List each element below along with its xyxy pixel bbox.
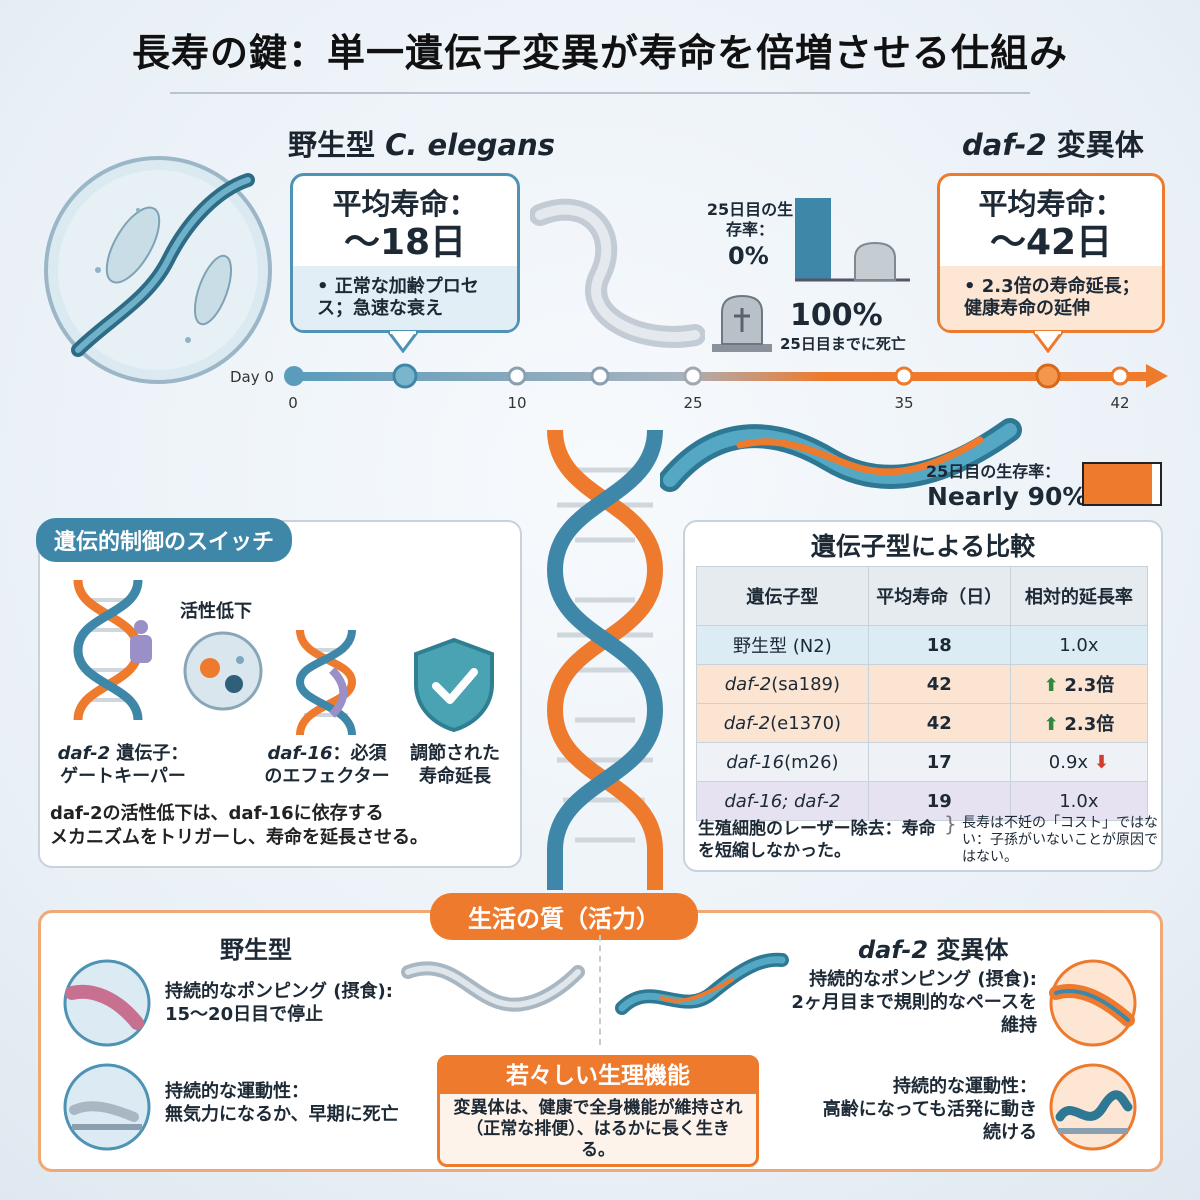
daf16-gene-icon (295, 630, 357, 735)
timeline-tick: 25 (683, 394, 703, 412)
laser-note: 生殖細胞のレーザー除去：寿命を短縮しなかった。 (698, 819, 936, 861)
lifespan-cell: 19 (867, 781, 1011, 821)
microscope-view-icon (44, 156, 272, 384)
wild-pharynx-icon (63, 959, 151, 1047)
arrow-up-icon: ⬆ (1043, 714, 1059, 735)
arrow-up-icon: ⬆ (1043, 675, 1059, 696)
healthy-worm-icon (660, 418, 1022, 492)
mutant-lifespan-callout: 平均寿命： 〜42日 • 2.3倍の寿命延長；健康寿命の延伸 (937, 173, 1165, 333)
switch-summary: daf-2の活性低下は、daf-16に依存するメカニズムをトリガーし、寿命を延長… (50, 803, 428, 848)
sterility-note: 長寿は不妊の「コスト」ではない：子孫がいないことが原因ではない。 (962, 815, 1158, 865)
aging-worm-icon (530, 198, 705, 348)
timeline-start-label: Day 0 (230, 368, 274, 386)
mutant-callout-pointer (1033, 331, 1063, 353)
lifespan-cell: 42 (867, 703, 1011, 743)
comparison-table: 遺伝子型 平均寿命（日） 相対的延長率 野生型 (N2) 18 1.0x daf… (696, 566, 1149, 821)
mutant-survival-bar-fill (1084, 464, 1153, 504)
mutant-pump: 持続的なポンピング (摂食):2ヶ月目まで規則的なペースを維持 (791, 969, 1037, 1036)
mutant-survival-bar (1082, 462, 1162, 506)
wild-motion-icon (63, 1063, 151, 1151)
timeline-tick: 42 (1110, 394, 1130, 412)
table-header: 平均寿命（日） (867, 566, 1011, 626)
table-header: 遺伝子型 (696, 566, 869, 626)
extension-label: 調節された寿命延長 (410, 743, 500, 787)
genotype-cell: 野生型 (N2) (696, 625, 869, 665)
quality-divider (599, 935, 601, 1045)
wild-callout-title: 平均寿命： (332, 187, 478, 221)
brace-icon: } (944, 812, 957, 836)
daf16-label: daf-16：必須のエフェクター (264, 743, 390, 787)
wild-callout-note: • 正常な加齢プロセス；急速な衰え (293, 266, 517, 330)
death-label: 25日目までに死亡 (780, 335, 906, 353)
mutant-callout-note: • 2.3倍の寿命延長；健康寿命の延伸 (940, 266, 1162, 330)
lifespan-cell: 18 (867, 625, 1011, 665)
title-divider (170, 92, 1030, 94)
dna-helix-icon (546, 430, 664, 890)
activity-label: 活性低下 (180, 601, 252, 622)
wild-pump: 持続的なポンピング (摂食):15〜20日目で停止 (165, 981, 393, 1025)
timeline-tick: 0 (288, 394, 298, 412)
wild-survival-value: 0% (728, 242, 769, 270)
tombstone-icon (712, 294, 772, 352)
genotype-cell: daf-16; daf-2 (696, 781, 869, 821)
wild-type-header: 野生型 C. elegans (288, 128, 556, 162)
genotype-cell: daf-2(e1370) (696, 703, 869, 743)
ratio-cell: 1.0x (1009, 625, 1149, 665)
wild-lifespan-callout: 平均寿命： 〜18日 • 正常な加齢プロセス；急速な衰え (290, 173, 520, 333)
mutant-worm-icon (615, 952, 789, 1015)
page-title: 長寿の鍵：単一遺伝子変異が寿命を倍増させる仕組み (131, 31, 1068, 75)
shield-check-icon (414, 637, 494, 732)
genotype-cell: daf-16(m26) (696, 742, 869, 782)
youthful-box: 若々しい生理機能 変異体は、健康で全身機能が維持され（正常な排便）、はるかに長く… (437, 1055, 759, 1167)
mutant-motion: 持続的な運動性：高齢になっても活発に動き続ける (822, 1076, 1037, 1143)
mutant-header: daf-2 変異体 (962, 128, 1144, 162)
wild-worm-icon (401, 961, 585, 1012)
comparison-title: 遺伝子型による比較 (810, 532, 1036, 561)
survival-bar-icon (795, 198, 910, 282)
daf2-gene-icon (73, 579, 152, 720)
table-row: daf-16(m26) 17 0.9x ⬇ (696, 742, 1149, 782)
lifespan-cell: 42 (867, 664, 1011, 704)
death-percent: 100% (790, 298, 883, 333)
lifespan-cell: 17 (867, 742, 1011, 782)
timeline-tick: 10 (507, 394, 527, 412)
mutant-motion-icon (1049, 1063, 1137, 1151)
ratio-cell: ⬆ 2.3倍 (1009, 664, 1149, 704)
table-row: daf-2(sa189) 42 ⬆ 2.3倍 (696, 664, 1149, 704)
table-row: daf-16; daf-2 19 1.0x (696, 781, 1149, 821)
wild-survival-label: 25日目の生存率： (706, 200, 794, 239)
quality-title: 生活の質（活力） (430, 893, 698, 940)
cell-icon (183, 631, 263, 711)
ratio-cell: 0.9x ⬇ (1009, 742, 1149, 782)
wild-callout-pointer (388, 331, 418, 353)
table-row: daf-2(e1370) 42 ⬆ 2.3倍 (696, 703, 1149, 743)
quality-wild-header: 野生型 (220, 936, 292, 964)
mutant-survival-value: Nearly 90% (927, 482, 1088, 511)
table-header: 相対的延長率 (1009, 566, 1149, 626)
timeline-tick: 35 (894, 394, 914, 412)
ratio-cell: ⬆ 2.3倍 (1009, 703, 1149, 743)
daf2-label: daf-2 遺伝子：ゲートキーパー (57, 743, 189, 787)
mutant-callout-title: 平均寿命： (978, 187, 1124, 221)
table-row: 野生型 (N2) 18 1.0x (696, 625, 1149, 665)
mutant-survival-label: 25日目の生存率： (926, 462, 1061, 481)
genotype-cell: daf-2(sa189) (696, 664, 869, 704)
ratio-cell: 1.0x (1009, 781, 1149, 821)
quality-mutant-header: daf-2 変異体 (858, 936, 1009, 964)
lifespan-timeline (284, 363, 1168, 389)
mutant-pharynx-icon (1049, 959, 1137, 1047)
arrow-down-icon: ⬇ (1093, 751, 1109, 773)
youthful-title: 若々しい生理機能 (440, 1058, 756, 1094)
mutant-callout-value: 〜42日 (989, 222, 1113, 263)
wild-callout-value: 〜18日 (343, 222, 467, 263)
wild-motion: 持続的な運動性：無気力になるか、早期に死亡 (165, 1081, 399, 1125)
youthful-text: 変異体は、健康で全身機能が維持され（正常な排便）、はるかに長く生きる。 (453, 1098, 743, 1160)
genetic-switch-title: 遺伝的制御のスイッチ (36, 518, 293, 562)
